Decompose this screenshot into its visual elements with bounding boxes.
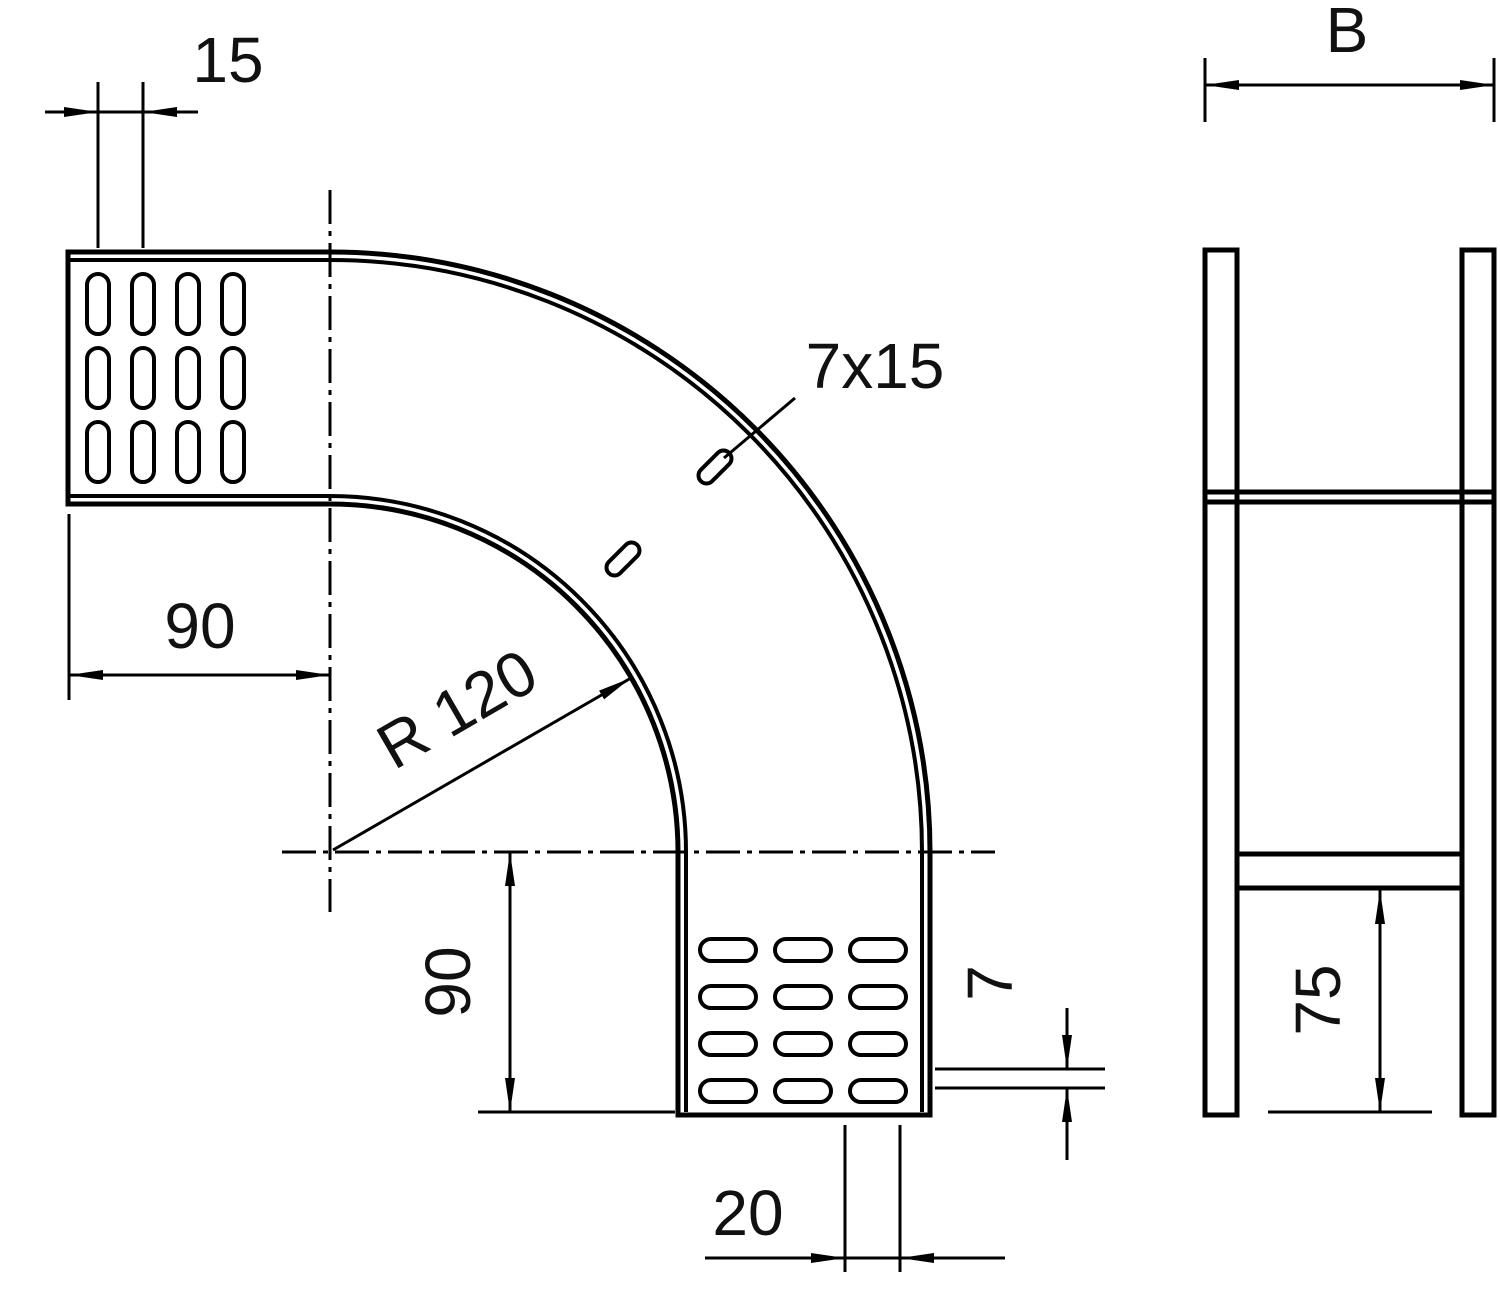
perforation-slot	[773, 984, 833, 1010]
miter-slots	[604, 448, 734, 578]
perforation-slot	[85, 346, 111, 410]
perforation-slot	[773, 937, 833, 963]
bend-outer-inner-line	[68, 258, 924, 1112]
dim-width-label: B	[1326, 0, 1369, 66]
perforation-slot	[130, 272, 156, 336]
perforation-slot	[85, 420, 111, 484]
dim-radius-label: R 120	[365, 635, 549, 783]
perforation-slot	[698, 1031, 758, 1057]
radius-leader	[332, 676, 632, 852]
perforation-slot	[848, 1078, 908, 1104]
perforation-slot	[220, 420, 246, 484]
perforation-slot	[698, 937, 758, 963]
label-slot-size: 7x15	[723, 330, 945, 460]
perforation-slot	[698, 984, 758, 1010]
perforation-slot	[175, 420, 201, 484]
perforation-slot	[773, 1078, 833, 1104]
perforation-slot	[773, 1031, 833, 1057]
bend-body	[65, 249, 933, 1118]
perforation-slot	[698, 1078, 758, 1104]
perforation-slot	[220, 272, 246, 336]
slot-size-leader	[723, 396, 796, 460]
dim-slot-pitch: 15	[45, 24, 264, 248]
dim-slot-pitch-label: 15	[192, 24, 263, 96]
perforation-slot	[130, 346, 156, 410]
perforation-slot	[848, 984, 908, 1010]
left-rail	[1202, 247, 1240, 1118]
dim-horizontal-leg-label: 90	[164, 590, 235, 662]
centerlines	[282, 190, 995, 912]
dim-flange-label: 7	[954, 965, 1026, 1001]
slot-size-label: 7x15	[806, 330, 945, 402]
dim-rail-height: 75	[1268, 890, 1432, 1114]
side-rails	[1202, 247, 1497, 1118]
perforation-slot	[175, 346, 201, 410]
right-rail	[1459, 247, 1497, 1118]
perforation-slot	[130, 420, 156, 484]
dim-vertical-leg: 90	[412, 852, 675, 1114]
dim-rail-height-label: 75	[1282, 964, 1354, 1035]
front-view: 15 90 R 120 7x15 90	[45, 24, 1105, 1272]
dim-vertical-leg-label: 90	[412, 946, 484, 1017]
dim-radius: R 120	[332, 635, 632, 852]
miter-slot	[604, 540, 642, 578]
dim-edge-offset-label: 20	[712, 1177, 783, 1249]
perforation-slot	[848, 937, 908, 963]
bend-silhouette	[65, 249, 933, 1118]
perforation-top-left	[85, 272, 246, 484]
perforation-slot	[220, 346, 246, 410]
dim-flange: 7	[935, 965, 1105, 1160]
perforation-bottom	[698, 937, 908, 1104]
perforation-slot	[175, 272, 201, 336]
dim-edge-offset: 20	[705, 1125, 1005, 1272]
perforation-slot	[85, 272, 111, 336]
side-view: B 75	[1202, 0, 1497, 1118]
perforation-slot	[848, 1031, 908, 1057]
dim-horizontal-leg: 90	[67, 514, 330, 700]
bend-inner-inner-line	[68, 494, 688, 1112]
dim-width: B	[1203, 0, 1496, 122]
